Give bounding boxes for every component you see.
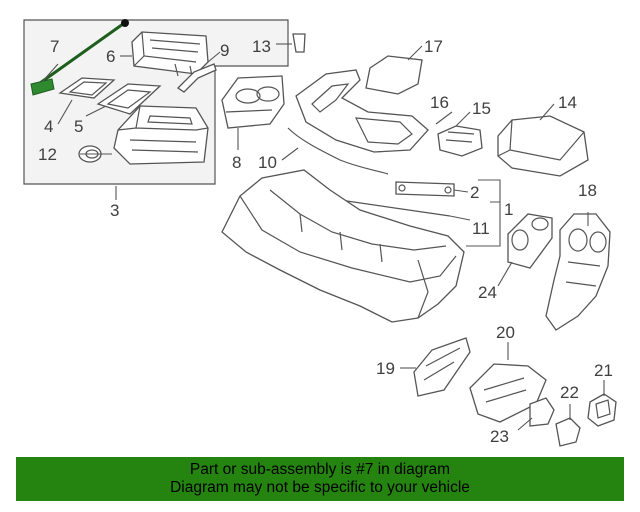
callout-4: 4 — [44, 117, 53, 136]
part-18-panel — [545, 213, 611, 331]
part-6-module — [131, 31, 209, 77]
callout-8: 8 — [232, 153, 241, 172]
callout-17: 17 — [424, 37, 443, 56]
callout-15: 15 — [472, 99, 491, 118]
callout-1: 1 — [504, 200, 513, 219]
callout-10: 10 — [258, 153, 277, 172]
callout-21: 21 — [594, 361, 613, 380]
part-22-button — [555, 417, 581, 447]
callout-12: 12 — [38, 145, 57, 164]
part-4-tray — [58, 77, 116, 99]
callout-7: 7 — [50, 37, 59, 56]
banner-line-2: Diagram may not be specific to your vehi… — [170, 479, 470, 496]
storage-bin — [113, 105, 209, 165]
part-19-trim — [413, 337, 471, 397]
callout-13: 13 — [252, 37, 271, 56]
callout-11: 11 — [472, 219, 490, 238]
leader-lines — [41, 43, 605, 431]
part-9-clip — [176, 63, 217, 93]
callout-3: 3 — [110, 201, 119, 220]
callout-9: 9 — [220, 41, 229, 60]
part-13-cap — [292, 33, 306, 53]
callout-5: 5 — [74, 117, 83, 136]
part-23-button — [529, 397, 555, 427]
part-1-console — [221, 169, 465, 323]
part-2-bracket — [395, 181, 455, 197]
part-10-rod — [287, 127, 389, 175]
callout-14: 14 — [558, 93, 577, 112]
callout-19: 19 — [376, 359, 395, 378]
callout-6: 6 — [106, 47, 115, 66]
part-7-highlighted[interactable] — [30, 19, 129, 96]
part-5-mat — [96, 83, 162, 115]
callout-22: 22 — [560, 383, 579, 402]
callout-18: 18 — [578, 181, 597, 200]
part-17-lid — [365, 55, 423, 95]
part-16-bezel — [295, 69, 429, 153]
banner-line-1: Part or sub-assembly is #7 in diagram — [189, 461, 451, 478]
part-15-switch — [437, 125, 483, 157]
part-8-cupholder — [221, 75, 285, 129]
part-11-strip — [339, 199, 451, 217]
part-14-armrest — [497, 115, 589, 177]
part-21-button — [587, 393, 617, 427]
parts-diagram: 1 2 3 4 5 6 7 8 9 10 11 12 13 14 15 16 1… — [23, 19, 617, 447]
part-24-vent — [507, 213, 553, 269]
callout-20: 20 — [496, 323, 515, 342]
callout-16: 16 — [430, 93, 449, 112]
callout-2: 2 — [470, 183, 479, 202]
info-banner: Part or sub-assembly is #7 in diagram Di… — [16, 457, 624, 501]
part-20-switch-panel — [469, 363, 547, 423]
callout-24: 24 — [478, 283, 497, 302]
callout-23: 23 — [490, 427, 509, 446]
